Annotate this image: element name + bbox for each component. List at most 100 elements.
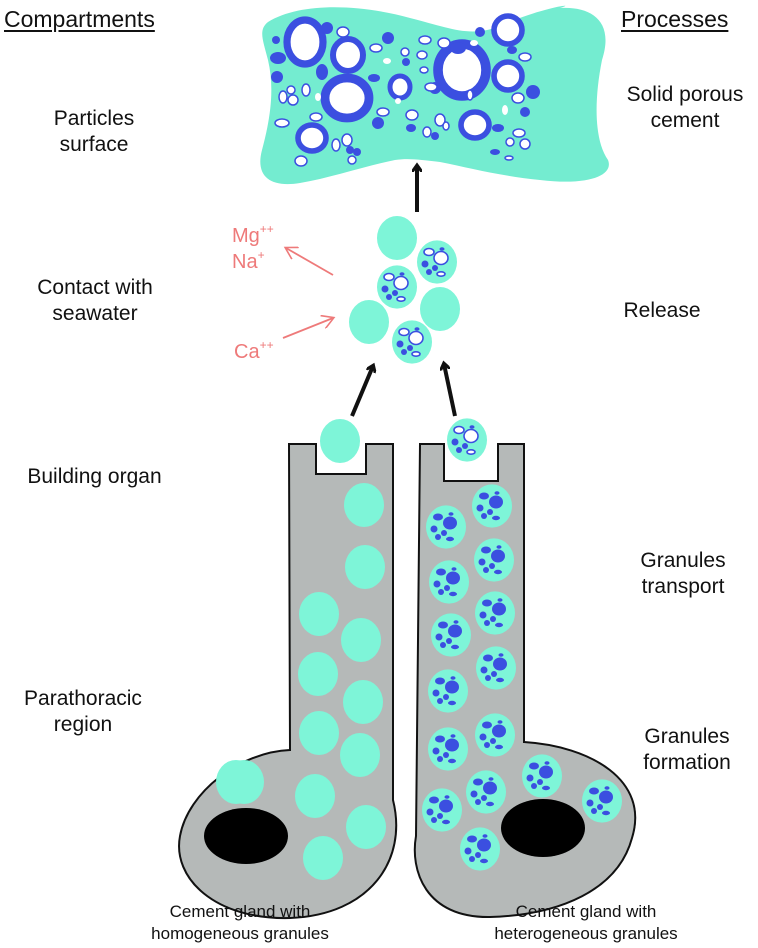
granule-vesicle bbox=[386, 294, 392, 300]
granule-vesicle bbox=[439, 247, 445, 251]
pore-ring bbox=[330, 36, 366, 74]
compartment-parathoracic-region: Parathoracic region bbox=[22, 686, 144, 738]
granule-vesicle bbox=[381, 285, 389, 293]
heterogeneous-granule bbox=[431, 613, 471, 657]
granule-vesicle bbox=[443, 694, 449, 700]
granule-vesicle bbox=[437, 698, 443, 704]
pore-small bbox=[294, 155, 308, 167]
caption-line: heterogeneous granules bbox=[494, 924, 678, 943]
granule-vesicle bbox=[599, 790, 613, 804]
pore-hollow bbox=[502, 105, 508, 115]
left-cement-gland bbox=[178, 443, 398, 920]
granule-vesicle bbox=[475, 852, 481, 858]
pore-small bbox=[424, 82, 438, 92]
pore-small bbox=[331, 138, 341, 152]
pore-small bbox=[437, 37, 451, 49]
compartment-particles-surface: Particles surface bbox=[44, 106, 144, 158]
pore-dot bbox=[353, 148, 361, 156]
granule-vesicle bbox=[441, 530, 447, 536]
pore-dot bbox=[270, 52, 286, 64]
granule-vesicle bbox=[589, 787, 599, 795]
granule-vesicle bbox=[396, 295, 406, 302]
compartments-header: Compartments bbox=[4, 6, 155, 32]
pore-hollow bbox=[395, 98, 401, 104]
granule-vesicle bbox=[494, 491, 500, 495]
granule-vesicle bbox=[497, 598, 503, 602]
homogeneous-granule bbox=[344, 483, 384, 527]
homogeneous-granule bbox=[303, 836, 343, 880]
arrow-right-gland-release bbox=[444, 364, 457, 417]
pore-dot bbox=[382, 32, 394, 44]
label-line: Solid porous bbox=[626, 83, 744, 106]
granule-vesicle bbox=[537, 779, 543, 785]
granule-vesicle bbox=[479, 492, 489, 500]
pore-small bbox=[442, 121, 450, 131]
pore-dot bbox=[368, 74, 380, 82]
granule-vesicle bbox=[435, 633, 443, 641]
label-line: formation bbox=[643, 751, 731, 774]
pore-small bbox=[505, 137, 515, 147]
granule-vesicle bbox=[383, 272, 395, 282]
label-line: Release bbox=[623, 299, 701, 322]
granule-vesicle bbox=[445, 680, 459, 694]
pore-dot bbox=[321, 22, 333, 34]
granule-vesicle bbox=[448, 700, 456, 706]
granule-vesicle bbox=[421, 260, 429, 268]
pore-dot bbox=[507, 46, 517, 54]
granule-vesicle bbox=[492, 602, 506, 616]
granule-vesicle bbox=[492, 724, 506, 738]
homogeneous-granule bbox=[343, 680, 383, 724]
pore-dot bbox=[475, 27, 485, 37]
heterogeneous-granule bbox=[475, 591, 515, 635]
pore-dot bbox=[490, 149, 500, 155]
homogeneous-granule bbox=[295, 774, 335, 818]
label-line: Contact with bbox=[37, 276, 153, 299]
granule-vesicle bbox=[451, 644, 459, 650]
granule-vesicle bbox=[482, 834, 488, 838]
pore-dot bbox=[402, 58, 410, 66]
granule-vesicle bbox=[411, 350, 421, 357]
process-release: Release bbox=[612, 298, 712, 324]
granule-vesicle bbox=[481, 546, 491, 554]
heterogeneous-granule bbox=[582, 779, 622, 823]
pore-dot bbox=[271, 71, 283, 83]
granule-vesicle bbox=[436, 270, 446, 277]
granule-vesicle bbox=[604, 786, 610, 790]
pore-hollow bbox=[470, 40, 478, 46]
heterogeneous-granule bbox=[522, 754, 562, 798]
homogeneous-granule bbox=[346, 805, 386, 849]
granule-vesicle bbox=[469, 425, 475, 429]
caption-homogeneous-gland: Cement gland with homogeneous granules bbox=[140, 901, 340, 945]
granule-vesicle bbox=[448, 758, 456, 764]
granule-vesicle bbox=[443, 752, 449, 758]
granule-vesicle bbox=[464, 847, 472, 855]
granule-vesicle bbox=[483, 654, 493, 662]
pore-dot bbox=[492, 124, 504, 132]
ion-out-arrow bbox=[286, 248, 334, 276]
granule-vesicle bbox=[430, 525, 438, 533]
heterogeneous-granule bbox=[472, 484, 512, 528]
ion-mg: Mg++ bbox=[232, 222, 274, 248]
granule-vesicle bbox=[466, 448, 476, 455]
granule-vesicle bbox=[492, 515, 500, 521]
granule-vesicle bbox=[494, 569, 502, 575]
pore-dot bbox=[372, 117, 384, 129]
homogeneous-granule bbox=[299, 592, 339, 636]
homogeneous-granule bbox=[320, 419, 360, 463]
granule-vesicle bbox=[433, 250, 449, 266]
granule-vesicle bbox=[480, 666, 488, 674]
granule-vesicle bbox=[479, 733, 487, 741]
granule-vesicle bbox=[488, 777, 494, 781]
granule-vesicle bbox=[408, 330, 424, 346]
granule-vesicle bbox=[529, 762, 539, 770]
pore-dot bbox=[526, 85, 540, 99]
pore-small bbox=[309, 112, 323, 122]
pore-small bbox=[518, 52, 532, 62]
granule-vesicle bbox=[442, 819, 450, 825]
homogeneous-granule bbox=[377, 216, 417, 260]
ion-ca: Ca++ bbox=[234, 338, 274, 364]
granule-vesicle bbox=[586, 799, 594, 807]
granule-vesicle bbox=[401, 349, 407, 355]
homogeneous-granule bbox=[345, 545, 385, 589]
label-line: transport bbox=[641, 575, 725, 598]
